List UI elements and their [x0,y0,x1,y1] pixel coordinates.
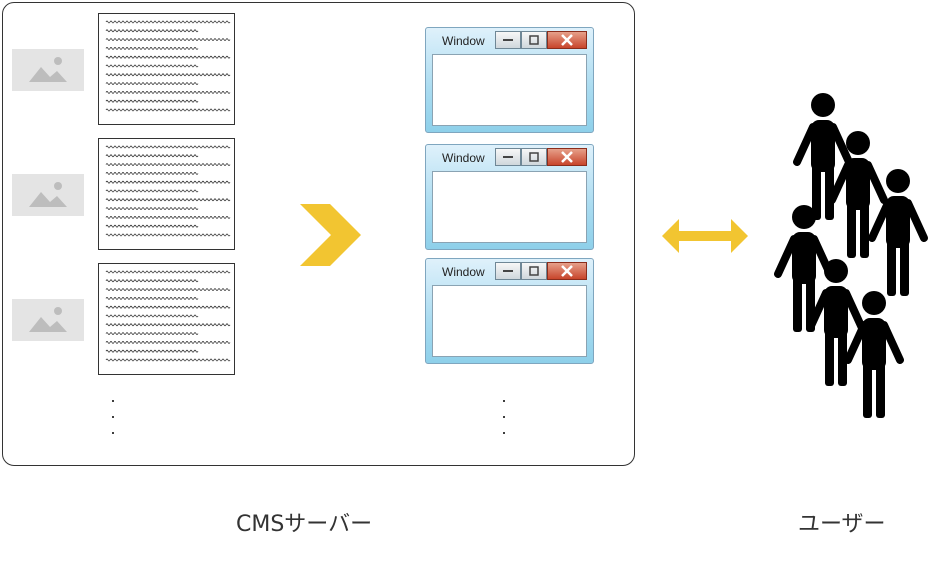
image-placeholder-icon [12,174,84,216]
text-lines [105,20,231,112]
ellipsis-dot [112,416,114,418]
document-icon [98,138,235,250]
ellipsis-dot [503,432,505,434]
window-body [432,171,587,243]
minimize-icon [495,148,521,166]
maximize-icon [521,148,547,166]
text-lines [105,270,231,362]
ellipsis-dot [112,432,114,434]
image-placeholder-icon [12,299,84,341]
close-icon [547,262,587,280]
window-body [432,285,587,357]
person-icon [774,205,834,332]
window-icon: Window [425,258,594,364]
chevron-right-icon [300,204,361,266]
server-label: CMSサーバー [236,512,373,537]
minimize-icon [495,262,521,280]
ellipsis-dot [503,416,505,418]
users-group [774,93,928,418]
close-icon [547,148,587,166]
window-title: Window [442,34,485,48]
window-icon: Window [425,27,594,133]
person-icon [844,291,904,418]
document-icon [98,13,235,125]
ellipsis-dot [503,400,505,402]
person-icon [828,131,888,258]
window-title: Window [442,265,485,279]
maximize-icon [521,31,547,49]
image-placeholder-icon [12,49,84,91]
close-icon [547,31,587,49]
window-icon: Window [425,144,594,250]
minimize-icon [495,31,521,49]
double-arrow-icon [662,219,748,253]
person-icon [793,93,853,220]
document-icon [98,263,235,375]
text-lines [105,145,231,237]
users-label: ユーザー [798,512,886,537]
person-icon [868,169,928,296]
window-body [432,54,587,126]
window-title: Window [442,151,485,165]
ellipsis-dot [112,400,114,402]
maximize-icon [521,262,547,280]
person-icon [806,259,866,386]
